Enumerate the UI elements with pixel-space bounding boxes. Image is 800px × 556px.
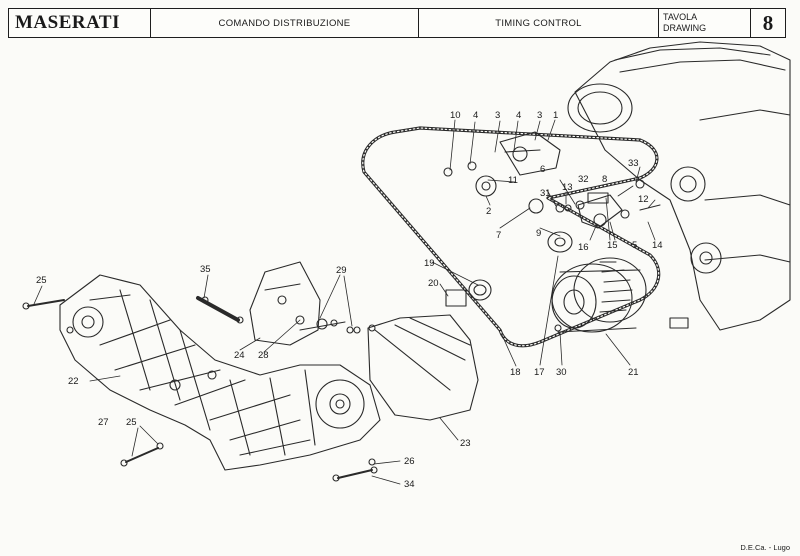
callout-31: 31 — [540, 188, 551, 199]
callout-14: 14 — [652, 240, 663, 251]
callout-numbers: 10 4 3 4 3 1 11 2 7 6 33 8 32 13 31 12 9… — [36, 110, 663, 490]
callout-16: 16 — [578, 242, 589, 253]
callout-35: 35 — [200, 264, 211, 275]
callout-7: 7 — [496, 230, 501, 241]
callout-12: 12 — [638, 194, 649, 205]
callout-5: 5 — [632, 240, 637, 251]
tensioner-assembly — [443, 131, 661, 229]
callout-25-bottom: 25 — [126, 417, 137, 428]
idler-pulley — [445, 231, 573, 307]
callout-3-left: 3 — [495, 110, 500, 121]
drawing-label-it: TAVOLA — [663, 12, 698, 22]
leader-lines — [33, 119, 656, 485]
callout-29: 29 — [336, 265, 347, 276]
drawing-label-en: DRAWING — [663, 23, 707, 33]
callout-23: 23 — [460, 438, 471, 449]
title-english: TIMING CONTROL — [419, 9, 659, 37]
bolts — [22, 299, 378, 482]
callout-27: 27 — [98, 417, 109, 428]
callout-26: 26 — [404, 456, 415, 467]
callout-19: 19 — [424, 258, 435, 269]
lower-timing-cover — [59, 274, 381, 471]
callout-4-mid: 4 — [516, 110, 521, 121]
callout-4-top: 4 — [473, 110, 478, 121]
brand-name: MASERATI — [9, 9, 151, 37]
callout-33: 33 — [628, 158, 639, 169]
callout-8: 8 — [602, 174, 607, 185]
callout-10: 10 — [450, 110, 461, 121]
callout-1: 1 — [553, 110, 558, 121]
callout-24: 24 — [234, 350, 245, 361]
callout-17: 17 — [534, 367, 545, 378]
callout-20: 20 — [428, 278, 439, 289]
callout-15: 15 — [607, 240, 618, 251]
drawing-number: 8 — [762, 10, 774, 35]
mounting-bracket — [196, 261, 361, 346]
callout-28: 28 — [258, 350, 269, 361]
callout-11: 11 — [508, 175, 518, 186]
engine-block — [567, 41, 791, 331]
title-block: MASERATI COMANDO DISTRIBUZIONE TIMING CO… — [8, 8, 786, 38]
callout-22: 22 — [68, 376, 79, 387]
callout-30: 30 — [556, 367, 567, 378]
callout-32: 32 — [578, 174, 589, 185]
timing-belt — [361, 126, 661, 348]
callout-3-right: 3 — [537, 110, 542, 121]
callout-25-top: 25 — [36, 275, 47, 286]
callout-2: 2 — [486, 206, 491, 217]
callout-9: 9 — [536, 228, 541, 239]
publisher-credit: D.E.Ca. - Lugo — [740, 543, 790, 552]
callout-21: 21 — [628, 367, 639, 378]
upper-timing-cover — [367, 314, 479, 421]
callout-18: 18 — [510, 367, 521, 378]
crankshaft-pulley — [551, 257, 647, 333]
callout-13: 13 — [562, 182, 573, 193]
callout-34: 34 — [404, 479, 415, 490]
callout-6: 6 — [540, 164, 545, 175]
title-italian: COMANDO DISTRIBUZIONE — [151, 9, 419, 37]
drawing-label: TAVOLA DRAWING — [659, 9, 751, 37]
